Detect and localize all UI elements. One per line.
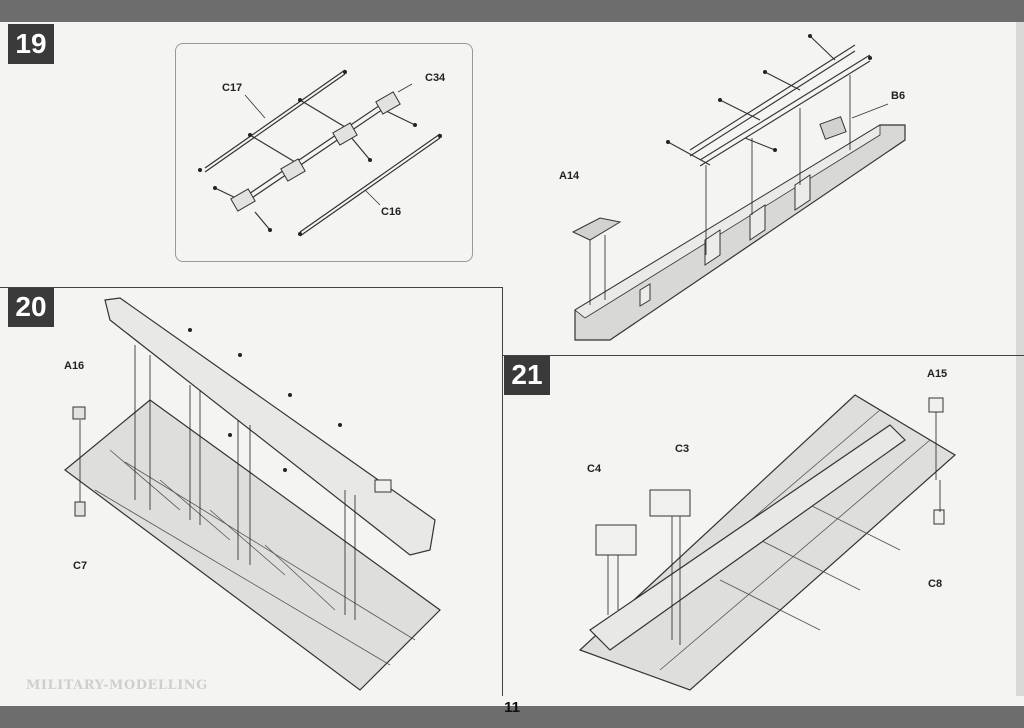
part-label-c3: C3 xyxy=(675,443,690,455)
page-edge-shadow xyxy=(1016,22,1024,696)
part-label-c34: C34 xyxy=(425,72,446,84)
part-label-a15: A15 xyxy=(927,368,948,380)
part-label-c8: C8 xyxy=(928,578,943,590)
step-19-detail-inset xyxy=(175,43,473,262)
bottom-bar-gap xyxy=(0,696,1024,706)
step-21-frame xyxy=(502,355,1024,696)
part-label-c4: C4 xyxy=(587,463,602,475)
part-label-a14: A14 xyxy=(559,170,580,182)
part-label-c16: C16 xyxy=(381,206,402,218)
step-20-marker: 20 xyxy=(8,287,54,327)
watermark: MILITARY-MODELLING xyxy=(26,678,208,693)
part-label-c17: C17 xyxy=(222,82,243,94)
step-21-marker: 21 xyxy=(504,355,550,395)
step-19-marker: 19 xyxy=(8,24,54,64)
page-number: 11 xyxy=(504,699,520,716)
part-label-a16: A16 xyxy=(64,360,85,372)
top-bar xyxy=(0,0,1024,22)
part-label-b6: B6 xyxy=(891,90,906,102)
part-label-c7: C7 xyxy=(73,560,88,572)
